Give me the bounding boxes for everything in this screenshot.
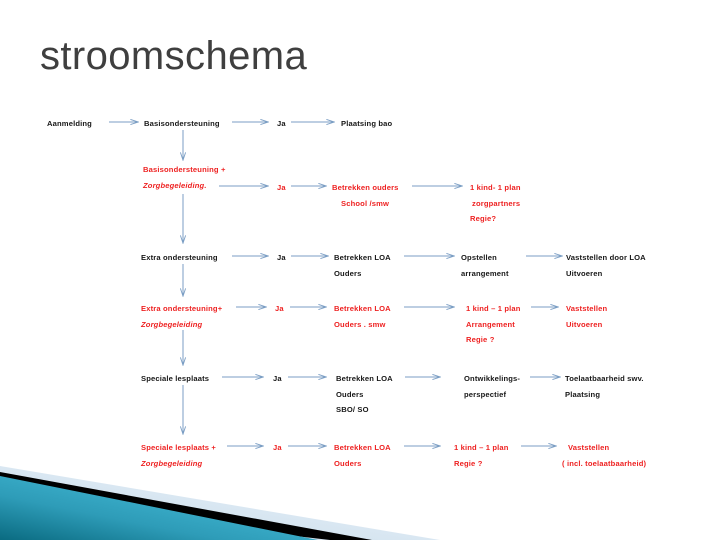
node-line: Toelaatbaarheid swv. [565, 374, 644, 383]
flow-node-ja-4[interactable]: Ja [275, 301, 284, 317]
node-line: Ouders . smw [334, 319, 386, 329]
flow-node-ja-3[interactable]: Ja [277, 250, 286, 266]
flow-node-extra-ondersteuning-zorgbegeleiding[interactable]: Extra ondersteuning+ Zorgbegeleiding [141, 301, 222, 332]
node-line: Vaststellen [566, 304, 608, 313]
node-line: Ouders [334, 458, 362, 468]
node-line: ( incl. toelaatbaarheid) [562, 458, 647, 468]
node-line: Regie ? [466, 335, 495, 344]
node-line: Basisondersteuning + [143, 165, 226, 174]
node-line: SBO/ SO [336, 405, 369, 414]
node-line: Extra ondersteuning+ [141, 304, 223, 313]
node-line: Betrekken LOA [336, 374, 393, 383]
node-line: Zorgbegeleiding. [143, 180, 207, 190]
node-line: Zorgbegeleiding [141, 319, 203, 329]
node-line: Ouders [336, 389, 364, 399]
flow-node-betrekken-loa-ouders-1[interactable]: Betrekken LOA Ouders [334, 250, 391, 281]
flow-node-ja-5[interactable]: Ja [273, 371, 282, 387]
node-line: Basisondersteuning [144, 119, 220, 128]
flow-node-1kind-1plan-arrangement[interactable]: 1 kind – 1 plan Arrangement Regie ? [466, 301, 521, 348]
flow-node-speciale-lesplaats[interactable]: Speciale lesplaats [141, 371, 209, 387]
node-line: Uitvoeren [566, 319, 603, 329]
node-line: perspectief [464, 389, 507, 399]
flow-node-opstellen-arrangement[interactable]: Opstellen arrangement [461, 250, 509, 281]
node-line: Ja [273, 374, 282, 383]
node-line: Ja [275, 304, 284, 313]
flow-node-basisondersteuning-zorgbegeleiding[interactable]: Basisondersteuning + Zorgbegeleiding. [143, 162, 226, 193]
flow-node-vaststellen-incl-toelaatbaarheid[interactable]: Vaststellen ( incl. toelaatbaarheid) [562, 440, 646, 471]
node-line: Regie ? [454, 458, 483, 468]
flow-node-1kind-1plan-zorgpartners[interactable]: 1 kind- 1 plan zorgpartners Regie? [470, 180, 521, 227]
flow-node-betrekken-loa-ouders-2[interactable]: Betrekken LOA Ouders [334, 440, 391, 471]
flow-node-extra-ondersteuning[interactable]: Extra ondersteuning [141, 250, 218, 266]
node-line: arrangement [461, 268, 509, 278]
node-line: Ja [277, 183, 286, 192]
flow-node-toelaatbaarheid-plaatsing[interactable]: Toelaatbaarheid swv. Plaatsing [565, 371, 644, 402]
node-line: Betrekken LOA [334, 443, 391, 452]
flow-node-betrekken-ouders-school[interactable]: Betrekken ouders School /smw [332, 180, 399, 211]
node-line: School /smw [341, 198, 390, 208]
node-line: 1 kind- 1 plan [470, 183, 521, 192]
flow-node-aanmelding[interactable]: Aanmelding [47, 116, 92, 132]
flow-node-ja-1[interactable]: Ja [277, 116, 286, 132]
node-line: Plaatsing bao [341, 119, 393, 128]
node-line: Vaststellen [568, 443, 610, 452]
node-line: Betrekken LOA [334, 253, 391, 262]
node-line: Opstellen [461, 253, 497, 262]
node-line: Aanmelding [47, 119, 92, 128]
node-line: Extra ondersteuning [141, 253, 218, 262]
node-line: Ja [273, 443, 282, 452]
node-line: 1 kind – 1 plan [454, 443, 509, 452]
node-line: Betrekken LOA [334, 304, 391, 313]
node-line: Plaatsing [565, 389, 601, 399]
flow-node-ontwikkelingsperspectief[interactable]: Ontwikkelings- perspectief [464, 371, 520, 402]
node-line: 1 kind – 1 plan [466, 304, 521, 313]
node-line: Arrangement [466, 319, 515, 329]
flow-node-vaststellen-door-loa[interactable]: Vaststellen door LOA Uitvoeren [566, 250, 646, 281]
flow-node-basisondersteuning[interactable]: Basisondersteuning [144, 116, 220, 132]
node-line: Zorgbegeleiding [141, 458, 203, 468]
flow-node-ja-2[interactable]: Ja [277, 180, 286, 196]
flow-node-ja-6[interactable]: Ja [273, 440, 282, 456]
flow-node-betrekken-loa-ouders-sbo-so[interactable]: Betrekken LOA Ouders SBO/ SO [336, 371, 393, 418]
flow-node-plaatsing-bao[interactable]: Plaatsing bao [341, 116, 392, 132]
node-line: Ja [277, 119, 286, 128]
flow-node-speciale-lesplaats-zorgbegeleiding[interactable]: Speciale lesplaats + Zorgbegeleiding [141, 440, 216, 471]
flow-node-betrekken-loa-ouders-smw[interactable]: Betrekken LOA Ouders . smw [334, 301, 391, 332]
node-line: Ja [277, 253, 286, 262]
node-line: Regie? [470, 214, 497, 223]
flow-node-vaststellen-uitvoeren[interactable]: Vaststellen Uitvoeren [566, 301, 607, 332]
node-line: Ontwikkelings- [464, 374, 521, 383]
node-line: Ouders [334, 268, 362, 278]
node-line: zorgpartners [472, 198, 521, 208]
flow-node-1kind-1plan-regie[interactable]: 1 kind – 1 plan Regie ? [454, 440, 509, 471]
page-title: stroomschema [40, 34, 308, 78]
node-line: Uitvoeren [566, 268, 603, 278]
node-line: Betrekken ouders [332, 183, 399, 192]
node-line: Speciale lesplaats [141, 374, 210, 383]
node-line: Speciale lesplaats + [141, 443, 216, 452]
node-line: Vaststellen door LOA [566, 253, 646, 262]
